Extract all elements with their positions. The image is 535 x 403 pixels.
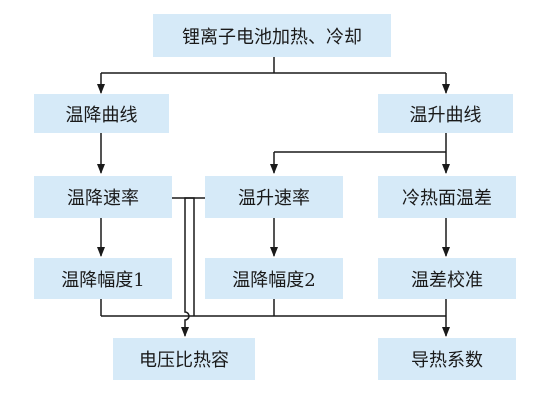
node-cool-curve: 温降曲线 bbox=[34, 94, 169, 133]
node-diff-calib: 温差校准 bbox=[378, 258, 516, 299]
edge-cool-rate-out bbox=[172, 197, 195, 316]
edge-heat-rate-out bbox=[181, 197, 205, 337]
node-cool-amp2: 温降幅度2 bbox=[205, 258, 343, 299]
node-heat-rate: 温升速率 bbox=[205, 176, 343, 218]
node-heat-curve: 温升曲线 bbox=[378, 94, 513, 133]
node-surface-diff: 冷热面温差 bbox=[378, 176, 516, 218]
node-specific-heat: 电压比热容 bbox=[113, 338, 255, 380]
node-conductivity: 导热系数 bbox=[378, 338, 516, 380]
node-root: 锂离子电池加热、冷却 bbox=[153, 14, 391, 57]
node-cool-rate: 温降速率 bbox=[34, 176, 172, 218]
node-cool-amp1: 温降幅度1 bbox=[34, 258, 172, 299]
